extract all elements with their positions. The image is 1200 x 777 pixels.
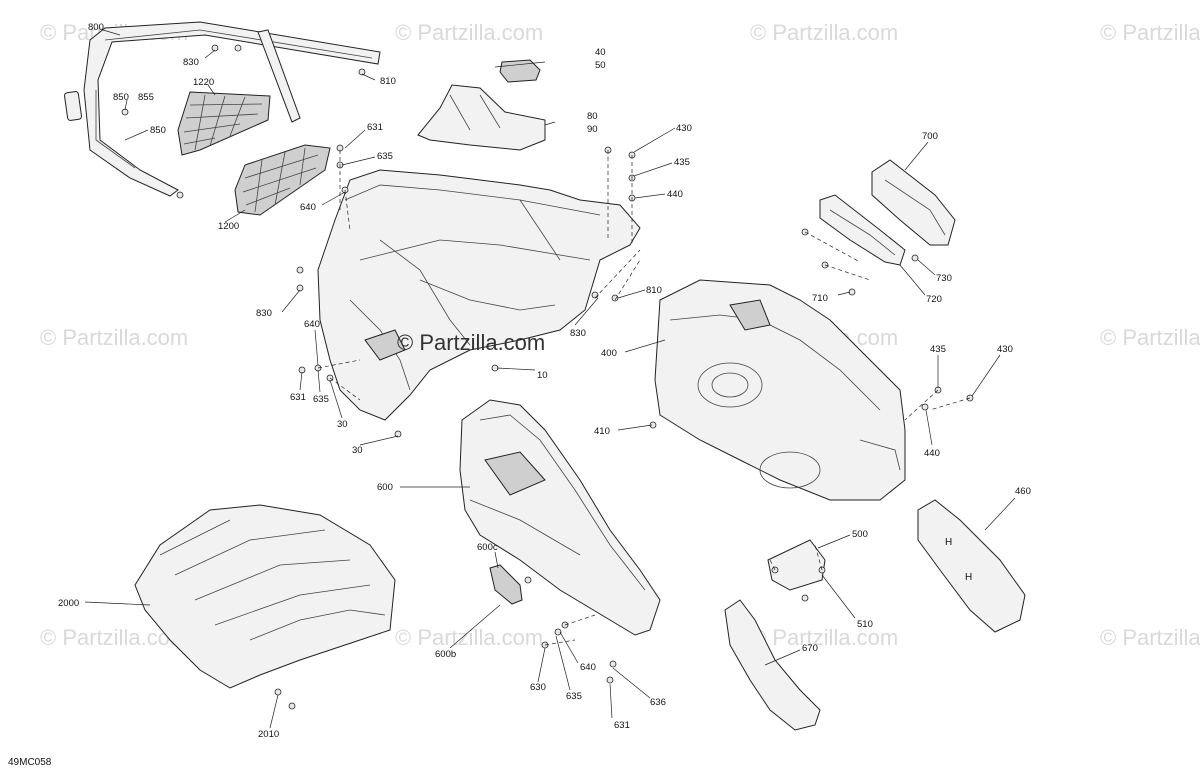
callout-640[interactable]: 640 <box>580 662 596 673</box>
callout-435[interactable]: 435 <box>930 344 946 355</box>
svg-text:H: H <box>965 572 972 583</box>
callout-400[interactable]: 400 <box>601 348 617 359</box>
callout-440[interactable]: 440 <box>667 189 683 200</box>
callout-30[interactable]: 30 <box>352 445 363 456</box>
callout-720[interactable]: 720 <box>926 294 942 305</box>
callout-2000[interactable]: 2000 <box>58 598 79 609</box>
callout-636[interactable]: 636 <box>650 697 666 708</box>
callout-635[interactable]: 635 <box>566 691 582 702</box>
callout-410[interactable]: 410 <box>594 426 610 437</box>
callout-810[interactable]: 810 <box>380 76 396 87</box>
callout-440[interactable]: 440 <box>924 448 940 459</box>
callout-600c[interactable]: 600c <box>477 542 498 553</box>
part-400-rear-body[interactable] <box>654 279 906 501</box>
callout-700[interactable]: 700 <box>922 131 938 142</box>
watermark-text: © Partzilla.com <box>395 20 543 45</box>
watermark-text: © Partzilla.com <box>750 20 898 45</box>
part-600-side-panel[interactable] <box>459 399 661 636</box>
callout-1200[interactable]: 1200 <box>218 221 239 232</box>
part-1220-grille[interactable] <box>177 91 271 156</box>
part-80-gusset[interactable] <box>417 84 546 151</box>
center-watermark: © Partzilla.com <box>397 330 545 355</box>
callout-640[interactable]: 640 <box>304 319 320 330</box>
callout-460[interactable]: 460 <box>1015 486 1031 497</box>
part-10-front-body[interactable] <box>317 169 641 421</box>
part-2000-skid-plate[interactable] <box>134 504 396 689</box>
callout-855[interactable]: 855 <box>138 92 154 103</box>
callout-830[interactable]: 830 <box>183 57 199 68</box>
callout-635[interactable]: 635 <box>313 394 329 405</box>
callout-90[interactable]: 90 <box>587 124 598 135</box>
watermark-text: © Partzilla.com <box>1100 20 1200 45</box>
callout-10[interactable]: 10 <box>537 370 548 381</box>
callout-830[interactable]: 830 <box>256 308 272 319</box>
callout-labels: 800 830 810 1220 850 855 850 40 50 80 90… <box>58 22 1031 740</box>
guide-lines <box>317 150 971 646</box>
watermark-text: © Partzilla.com <box>40 325 188 350</box>
callout-631[interactable]: 631 <box>290 392 306 403</box>
callout-430[interactable]: 430 <box>676 123 692 134</box>
callout-640[interactable]: 640 <box>300 202 316 213</box>
part-600c-trim[interactable] <box>489 564 523 605</box>
callout-730[interactable]: 730 <box>936 273 952 284</box>
watermark-text: © Partzilla.com <box>1100 325 1200 350</box>
callout-830[interactable]: 830 <box>570 328 586 339</box>
callout-810[interactable]: 810 <box>646 285 662 296</box>
part-670-panel[interactable] <box>724 599 821 731</box>
part-800-rear-bar[interactable] <box>64 21 381 199</box>
part-1200-grille[interactable] <box>234 144 331 216</box>
callout-2010[interactable]: 2010 <box>258 729 279 740</box>
callout-635[interactable]: 635 <box>377 151 393 162</box>
callout-600b[interactable]: 600b <box>435 649 456 660</box>
watermark-layer: © Partzilla.com © Partzilla.com © Partzill… <box>40 20 1200 650</box>
callout-600[interactable]: 600 <box>377 482 393 493</box>
part-500-plate[interactable] <box>767 539 826 591</box>
callout-1220[interactable]: 1220 <box>193 77 214 88</box>
part-460-panel[interactable]: H H <box>917 499 1026 633</box>
watermark-text: © Partzilla.com <box>395 625 543 650</box>
callout-50[interactable]: 50 <box>595 60 606 71</box>
part-700-bracket[interactable] <box>871 159 956 246</box>
svg-text:H: H <box>945 537 952 548</box>
callout-40[interactable]: 40 <box>595 47 606 58</box>
callout-630[interactable]: 630 <box>530 682 546 693</box>
callout-435[interactable]: 435 <box>674 157 690 168</box>
callout-850[interactable]: 850 <box>113 92 129 103</box>
leader-lines <box>84 29 1016 729</box>
callout-670[interactable]: 670 <box>802 643 818 654</box>
watermark-text: © Partzilla.com <box>1100 625 1200 650</box>
callout-850[interactable]: 850 <box>150 125 166 136</box>
callout-631[interactable]: 631 <box>614 720 630 731</box>
diagram-code: 49MC058 <box>8 757 52 768</box>
callout-800[interactable]: 800 <box>88 22 104 33</box>
callout-30[interactable]: 30 <box>337 419 348 430</box>
callout-631[interactable]: 631 <box>367 122 383 133</box>
callout-710[interactable]: 710 <box>812 293 828 304</box>
callout-430[interactable]: 430 <box>997 344 1013 355</box>
callout-510[interactable]: 510 <box>857 619 873 630</box>
watermark-text: © Partzilla.com <box>750 625 898 650</box>
callout-500[interactable]: 500 <box>852 529 868 540</box>
callout-80[interactable]: 80 <box>587 111 598 122</box>
